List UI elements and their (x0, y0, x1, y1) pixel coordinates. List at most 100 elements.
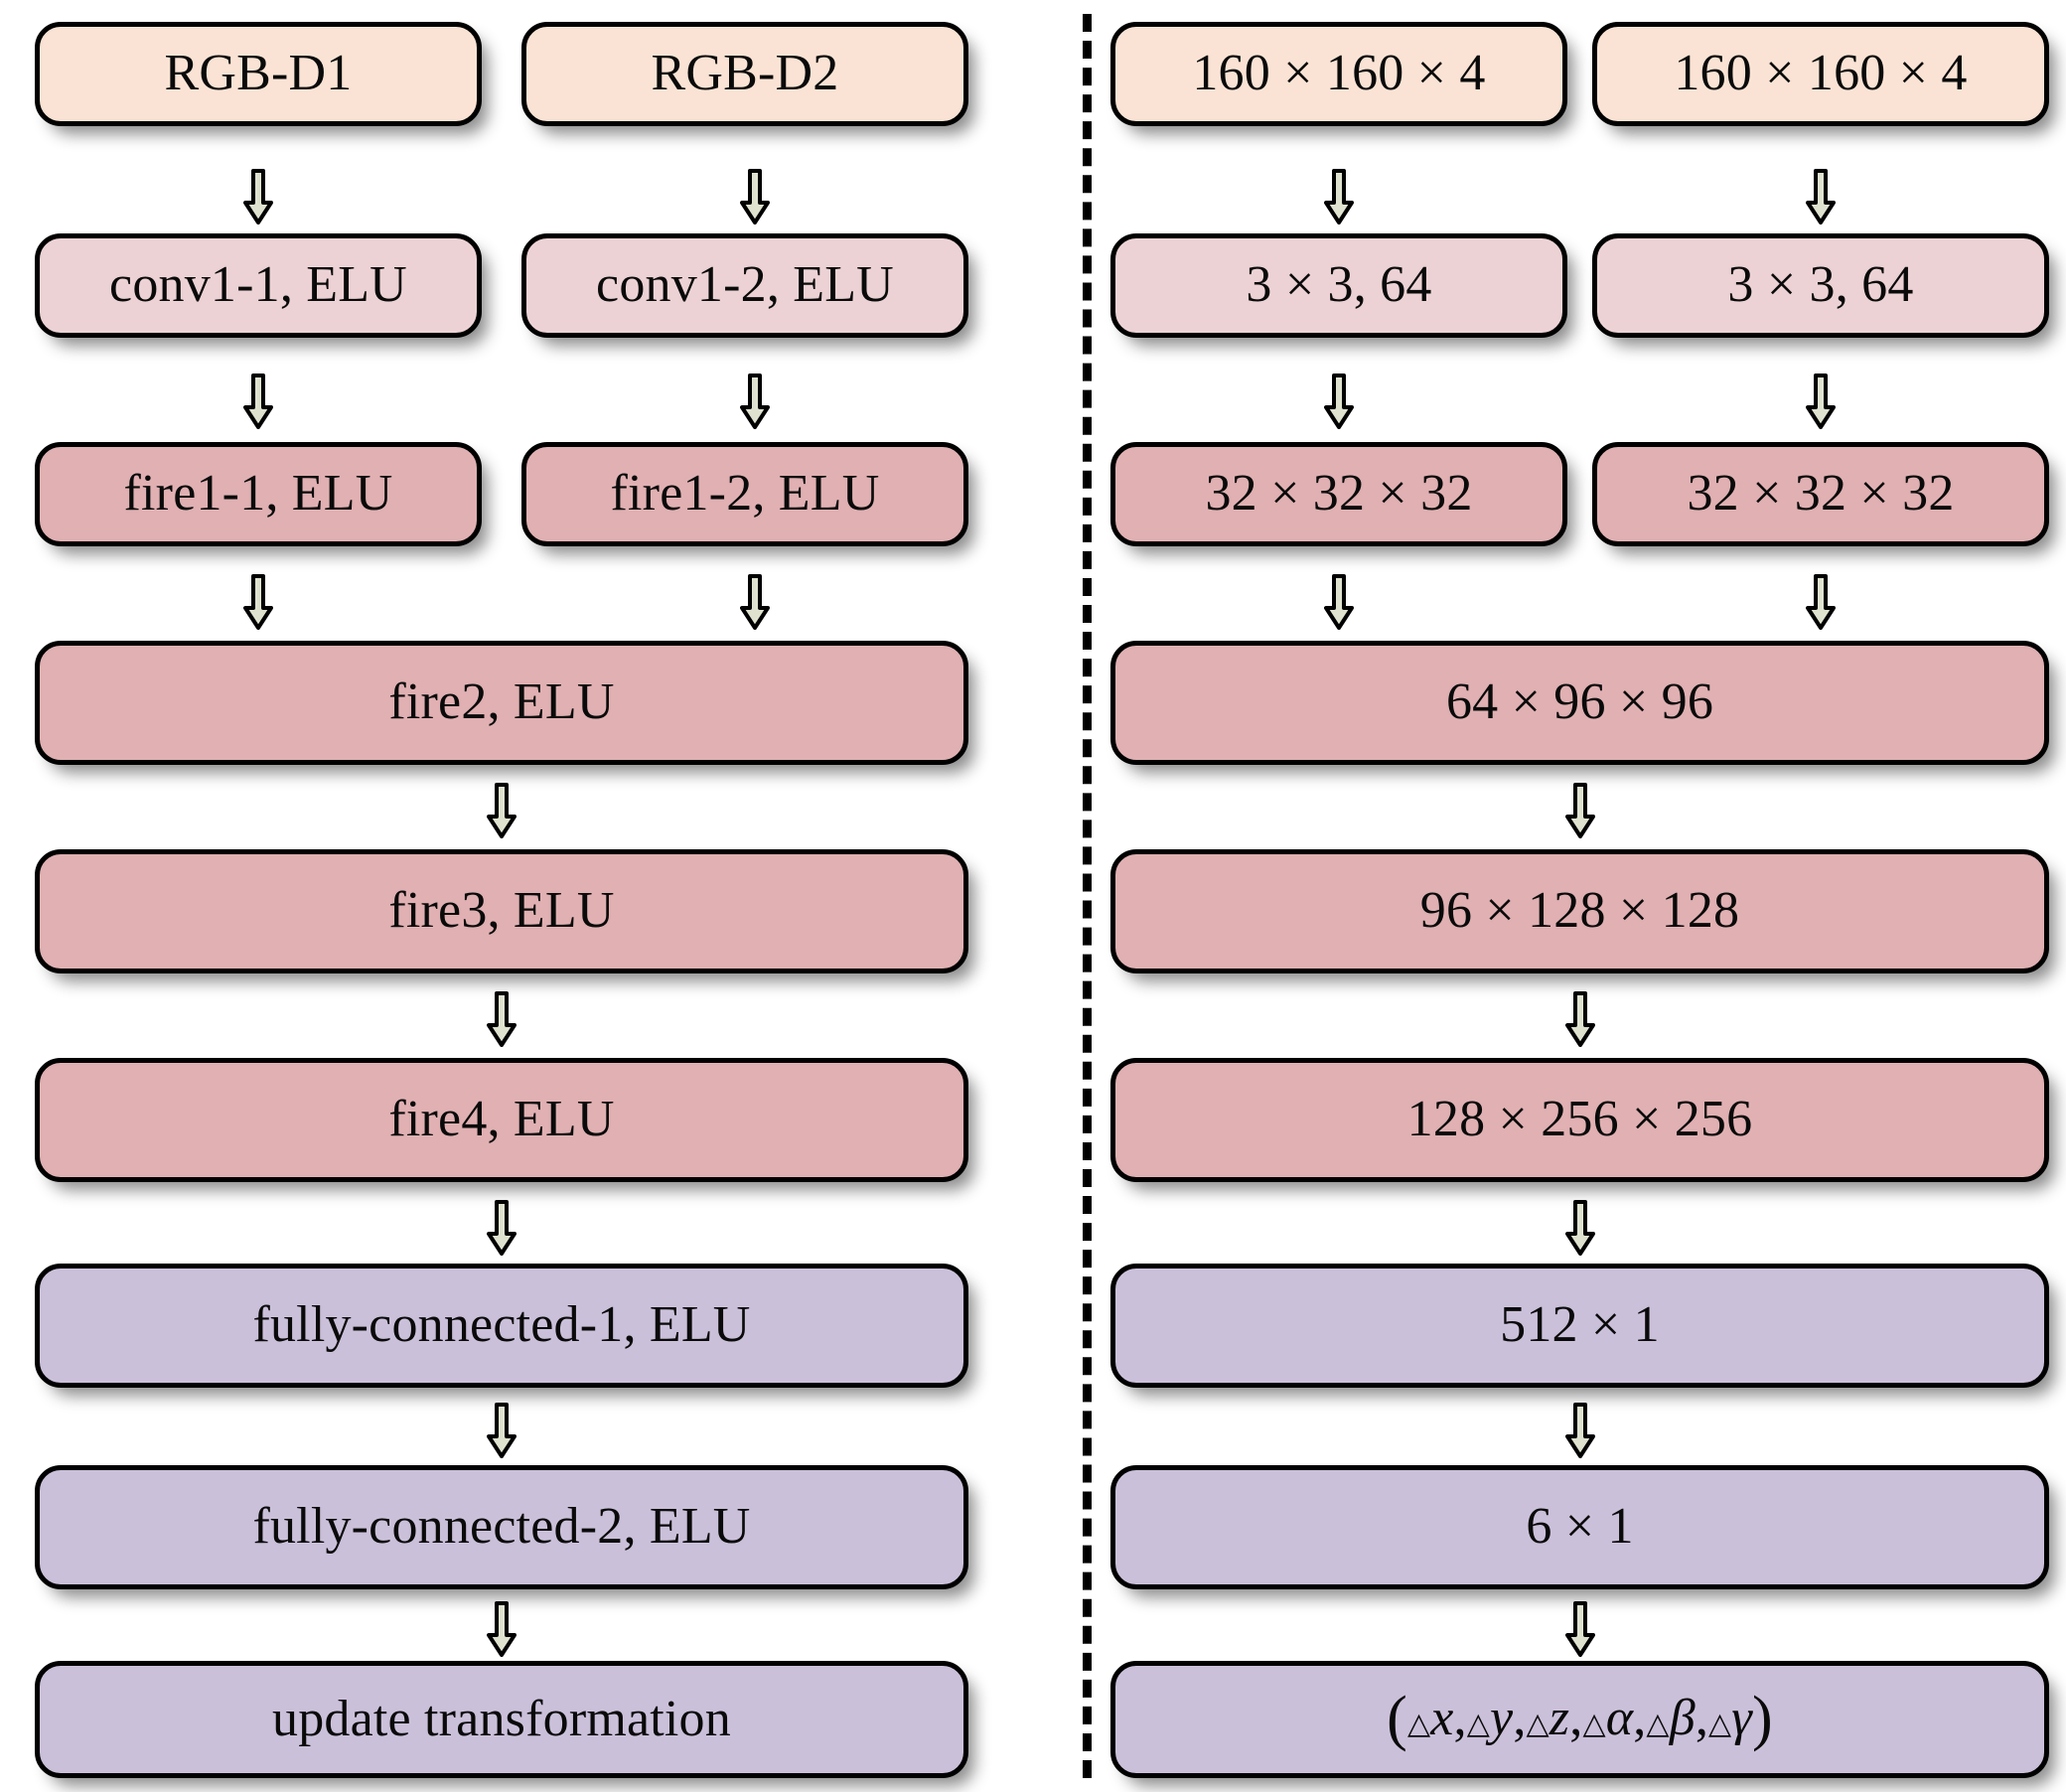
down-arrow-icon (1806, 169, 1836, 224)
row-conv1: conv1-1, ELU conv1-2, ELU (35, 233, 968, 338)
rgbd2-node[interactable]: RGB-D2 (521, 22, 968, 126)
fire4-shape-node[interactable]: 128 × 256 × 256 (1110, 1058, 2049, 1182)
fire1-2-shape-node[interactable]: 32 × 32 × 32 (1592, 442, 2049, 546)
row-fire2: fire2, ELU (35, 641, 968, 765)
row-fully-connected-1-shape: 512 × 1 (1110, 1264, 2049, 1388)
down-arrow-icon (243, 373, 273, 429)
fire1-2-shape-label: 32 × 32 × 32 (1687, 465, 1955, 523)
down-arrow-icon (1806, 574, 1836, 630)
formula-comma: , (1453, 1690, 1467, 1747)
down-arrow-icon (487, 783, 516, 838)
tensor-shapes-panel: 160 × 160 × 4 160 × 160 × 4 3 × 3, 64 3 … (1093, 0, 2066, 1792)
row-fully-connected-2-shape: 6 × 1 (1110, 1465, 2049, 1589)
down-arrow-icon (740, 373, 770, 429)
down-arrow-icon (740, 574, 770, 630)
fire3-shape-node[interactable]: 96 × 128 × 128 (1110, 849, 2049, 973)
row-fire4: fire4, ELU (35, 1058, 968, 1182)
delta-icon: △ (1526, 1708, 1550, 1741)
fire2-shape-node[interactable]: 64 × 96 × 96 (1110, 641, 2049, 765)
fire3-label: fire3, ELU (388, 882, 615, 940)
conv1-2-shape-label: 3 × 3, 64 (1727, 256, 1914, 314)
input-shape-1-label: 160 × 160 × 4 (1192, 45, 1486, 102)
fully-connected-2-label: fully-connected-2, ELU (252, 1498, 751, 1556)
fire4-shape-label: 128 × 256 × 256 (1406, 1091, 1753, 1148)
formula-term-x: x (1430, 1690, 1454, 1747)
update-transformation-node[interactable]: update transformation (35, 1661, 968, 1778)
pose-delta-shape-node[interactable]: (△x,△y,△z,△α,△β,△γ) (1110, 1661, 2049, 1778)
conv1-2-node[interactable]: conv1-2, ELU (521, 233, 968, 338)
conv1-1-shape-label: 3 × 3, 64 (1246, 256, 1432, 314)
down-arrow-icon (243, 169, 273, 224)
row-update-transformation: update transformation (35, 1661, 968, 1778)
delta-icon: △ (1466, 1708, 1491, 1741)
open-paren: ( (1387, 1685, 1407, 1753)
update-transformation-label: update transformation (272, 1690, 731, 1747)
down-arrow-icon (1565, 783, 1595, 838)
row-fire2-shape: 64 × 96 × 96 (1110, 641, 2049, 765)
conv1-2-shape-node[interactable]: 3 × 3, 64 (1592, 233, 2049, 338)
fire1-2-label: fire1-2, ELU (610, 465, 880, 523)
formula-term-alpha: α (1605, 1690, 1634, 1747)
formula-term-beta: β (1669, 1690, 1696, 1747)
row-conv1-shapes: 3 × 3, 64 3 × 3, 64 (1110, 233, 2049, 338)
close-paren: ) (1752, 1685, 1773, 1753)
fire4-node[interactable]: fire4, ELU (35, 1058, 968, 1182)
row-input-shapes: 160 × 160 × 4 160 × 160 × 4 (1110, 22, 2049, 126)
rgbd1-label: RGB-D1 (164, 45, 353, 102)
fire1-1-shape-label: 32 × 32 × 32 (1205, 465, 1473, 523)
fire2-shape-label: 64 × 96 × 96 (1445, 673, 1714, 731)
formula-term-z: z (1549, 1690, 1570, 1747)
layer-names-panel: RGB-D1 RGB-D2 conv1-1, ELU conv1-2, ELU (0, 0, 993, 1792)
fully-connected-1-node[interactable]: fully-connected-1, ELU (35, 1264, 968, 1388)
row-pose-delta-shape: (△x,△y,△z,△α,△β,△γ) (1110, 1661, 2049, 1778)
row-fire3-shape: 96 × 128 × 128 (1110, 849, 2049, 973)
down-arrow-icon (1565, 1403, 1595, 1458)
rgbd1-node[interactable]: RGB-D1 (35, 22, 482, 126)
formula-term-gamma: γ (1731, 1690, 1752, 1747)
input-shape-2-node[interactable]: 160 × 160 × 4 (1592, 22, 2049, 126)
delta-icon: △ (1708, 1708, 1732, 1741)
fully-connected-2-node[interactable]: fully-connected-2, ELU (35, 1465, 968, 1589)
down-arrow-icon (243, 574, 273, 630)
down-arrow-icon (1565, 1200, 1595, 1256)
fully-connected-1-shape-label: 512 × 1 (1500, 1296, 1660, 1354)
input-shape-2-label: 160 × 160 × 4 (1674, 45, 1968, 102)
fire2-label: fire2, ELU (388, 673, 615, 731)
fully-connected-1-label: fully-connected-1, ELU (252, 1296, 751, 1354)
down-arrow-icon (1324, 373, 1354, 429)
input-shape-1-node[interactable]: 160 × 160 × 4 (1110, 22, 1567, 126)
conv1-1-label: conv1-1, ELU (109, 256, 407, 314)
row-fire1: fire1-1, ELU fire1-2, ELU (35, 442, 968, 546)
row-fully-connected-1: fully-connected-1, ELU (35, 1264, 968, 1388)
formula-term-y: y (1490, 1690, 1514, 1747)
fire2-node[interactable]: fire2, ELU (35, 641, 968, 765)
row-fully-connected-2: fully-connected-2, ELU (35, 1465, 968, 1589)
formula-comma: , (1513, 1690, 1527, 1747)
conv1-1-node[interactable]: conv1-1, ELU (35, 233, 482, 338)
conv1-1-shape-node[interactable]: 3 × 3, 64 (1110, 233, 1567, 338)
fully-connected-1-shape-node[interactable]: 512 × 1 (1110, 1264, 2049, 1388)
rgbd2-label: RGB-D2 (651, 45, 839, 102)
row-fire1-shapes: 32 × 32 × 32 32 × 32 × 32 (1110, 442, 2049, 546)
down-arrow-icon (740, 169, 770, 224)
fire1-1-label: fire1-1, ELU (123, 465, 393, 523)
conv1-2-label: conv1-2, ELU (596, 256, 894, 314)
row-fire3: fire3, ELU (35, 849, 968, 973)
fully-connected-2-shape-label: 6 × 1 (1526, 1498, 1634, 1556)
formula-comma: , (1569, 1690, 1583, 1747)
down-arrow-icon (1565, 1601, 1595, 1657)
fire3-node[interactable]: fire3, ELU (35, 849, 968, 973)
panel-divider (1083, 14, 1092, 1778)
fire1-1-shape-node[interactable]: 32 × 32 × 32 (1110, 442, 1567, 546)
down-arrow-icon (1324, 169, 1354, 224)
pose-delta-formula: (△x,△y,△z,△α,△β,△γ) (1377, 1687, 1783, 1751)
down-arrow-icon (487, 1200, 516, 1256)
fully-connected-2-shape-node[interactable]: 6 × 1 (1110, 1465, 2049, 1589)
down-arrow-icon (1324, 574, 1354, 630)
fire1-1-node[interactable]: fire1-1, ELU (35, 442, 482, 546)
fire3-shape-label: 96 × 128 × 128 (1419, 882, 1740, 940)
fire1-2-node[interactable]: fire1-2, ELU (521, 442, 968, 546)
formula-comma: , (1695, 1690, 1709, 1747)
down-arrow-icon (487, 1601, 516, 1657)
